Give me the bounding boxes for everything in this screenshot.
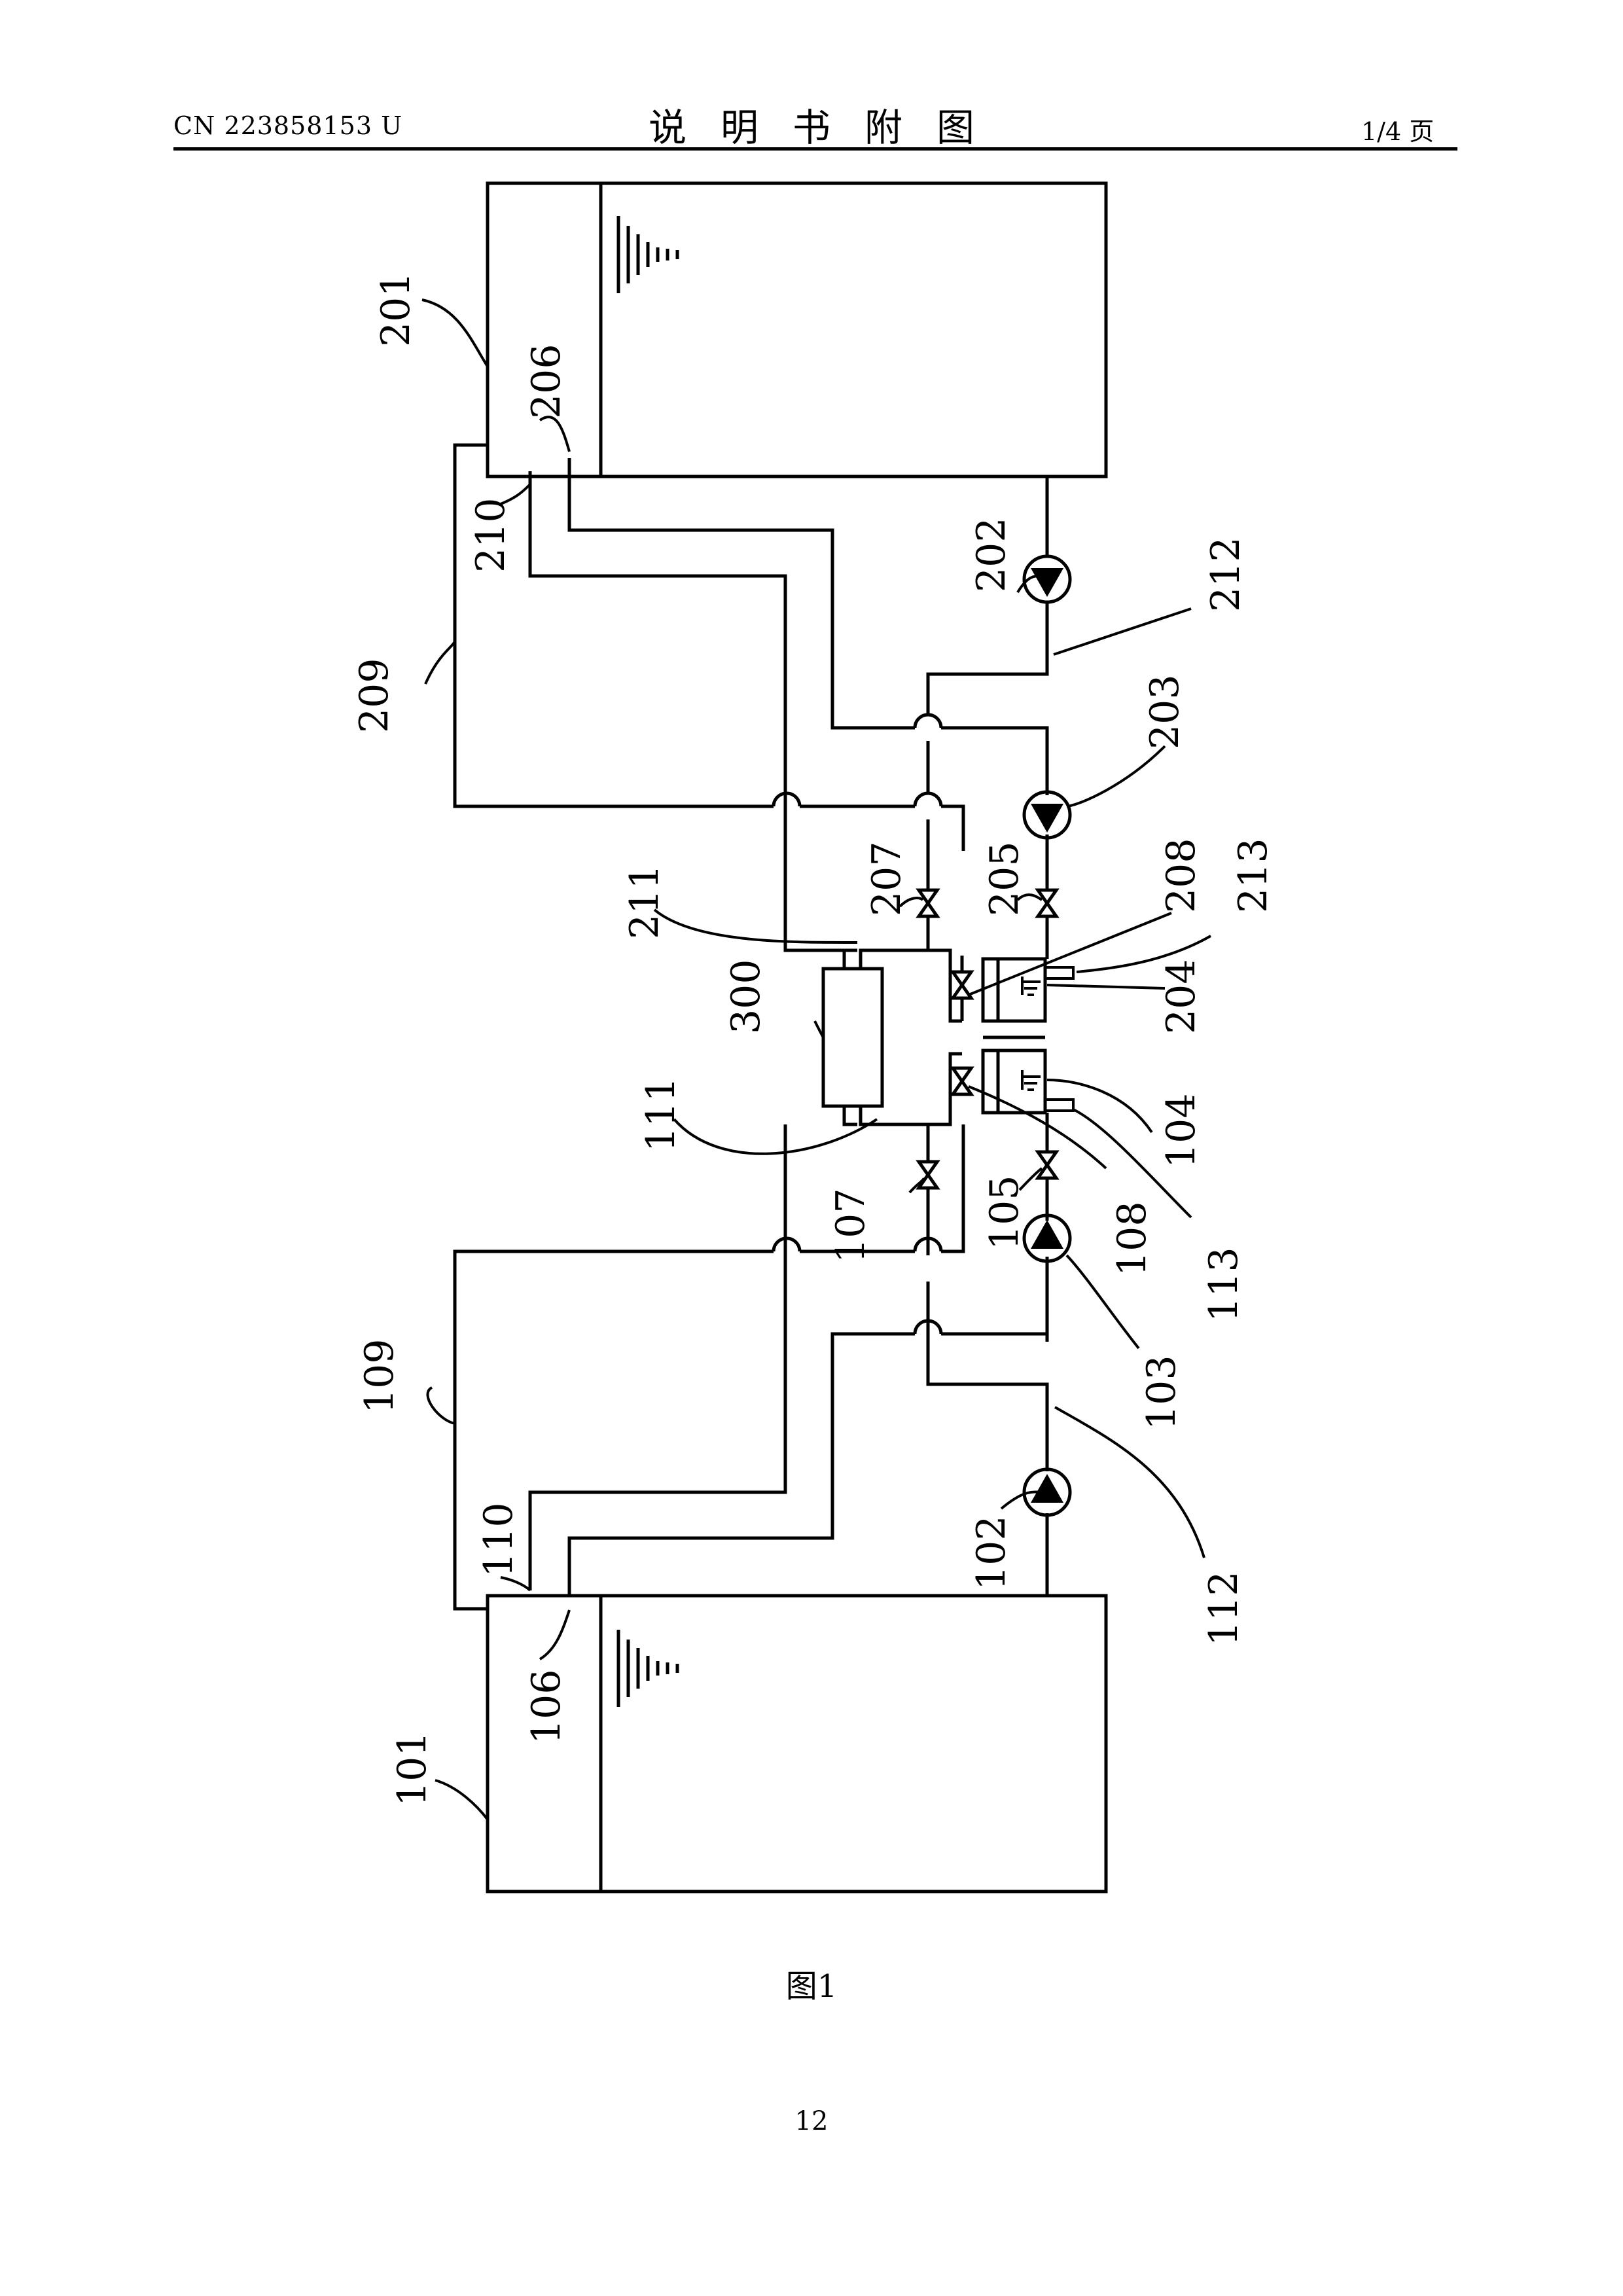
leader-lines [422, 300, 1211, 1820]
valve-108 [953, 1068, 971, 1094]
label-203: 203 [1142, 674, 1188, 749]
valve-205 [1038, 890, 1056, 916]
label-210: 210 [468, 497, 514, 573]
pipe-210 [530, 471, 857, 950]
label-202: 202 [969, 517, 1014, 592]
tank-204 [983, 959, 1073, 1021]
pump-202 [1024, 556, 1070, 602]
pipe-206 [569, 458, 1047, 753]
device-300 [823, 950, 962, 1124]
tank-104 [983, 1037, 1073, 1113]
label-113: 113 [1201, 1247, 1247, 1322]
label-109: 109 [357, 1338, 402, 1414]
label-110: 110 [476, 1502, 522, 1577]
label-111: 111 [638, 1077, 684, 1152]
valve-107 [919, 1162, 937, 1188]
label-106: 106 [524, 1669, 569, 1744]
pump-103 [1024, 1215, 1070, 1261]
label-108: 108 [1109, 1201, 1155, 1276]
label-107: 107 [828, 1188, 874, 1263]
liquid-level-icon-top [618, 216, 677, 293]
label-207: 207 [864, 841, 910, 916]
label-208: 208 [1158, 838, 1204, 913]
pipe-110 [530, 1124, 785, 1590]
label-211: 211 [622, 864, 668, 939]
label-112: 112 [1201, 1571, 1247, 1646]
page-number: 12 [0, 2106, 1623, 2136]
label-206: 206 [524, 344, 569, 419]
label-212: 212 [1203, 537, 1249, 612]
label-209: 209 [351, 658, 397, 733]
label-300: 300 [723, 959, 769, 1034]
label-101: 101 [389, 1731, 435, 1806]
valve-207 [919, 890, 937, 916]
label-104: 104 [1158, 1093, 1204, 1168]
reference-labels: 201 206 210 209 202 212 203 205 207 211 … [351, 272, 1276, 1806]
liquid-level-icon-bottom [618, 1630, 677, 1707]
figure-caption: 图1 [0, 1960, 1623, 2006]
label-204: 204 [1158, 959, 1204, 1034]
label-105: 105 [982, 1175, 1027, 1250]
label-201: 201 [373, 272, 419, 347]
tank-101 [488, 1596, 1106, 1892]
label-102: 102 [969, 1515, 1014, 1590]
label-205: 205 [982, 841, 1027, 916]
tank-201 [488, 183, 1106, 476]
label-213: 213 [1230, 838, 1276, 913]
pump-203 [1024, 792, 1070, 838]
valve-105 [1038, 1152, 1056, 1178]
label-103: 103 [1139, 1355, 1185, 1430]
